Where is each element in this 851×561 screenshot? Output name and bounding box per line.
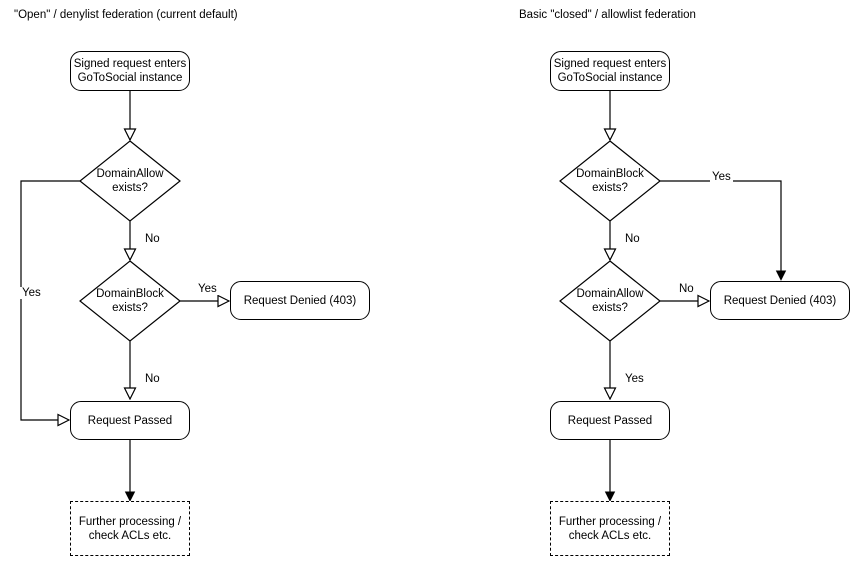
node-decision-domainblock-label-wrap[interactable]: DomainBlock exists? (80, 287, 180, 315)
edge-label-domainblock-yes-r: Yes (710, 171, 733, 183)
edge-label-domainblock-no-r: No (623, 233, 642, 245)
node-decision-domainallow-r-label-wrap[interactable]: DomainAllow exists? (560, 287, 660, 315)
node-further-processing-open[interactable]: Further processing / check ACLs etc. (70, 501, 190, 556)
node-decision-domainallow-label-wrap[interactable]: DomainAllow exists? (80, 167, 180, 195)
diagram-title-closed-allowlist: Basic "closed" / allowlist federation (519, 9, 696, 21)
node-decision-domainallow-label: DomainAllow exists? (96, 168, 164, 194)
node-decision-domainblock-r-label-wrap[interactable]: DomainBlock exists? (560, 167, 660, 195)
node-request-denied-open[interactable]: Request Denied (403) (230, 281, 370, 320)
edge-label-domainallow-yes: Yes (20, 287, 43, 299)
node-decision-domainblock-r-label: DomainBlock exists? (576, 168, 644, 194)
node-entry-closed-label: Signed request enters GoToSocial instanc… (553, 58, 667, 84)
node-request-denied-closed-label: Request Denied (403) (723, 294, 837, 307)
edge-label-domainallow-no-r: No (677, 283, 696, 295)
edge-label-domainallow-no: No (143, 233, 162, 245)
node-entry-closed[interactable]: Signed request enters GoToSocial instanc… (550, 51, 670, 91)
node-request-passed-closed[interactable]: Request Passed (550, 401, 670, 440)
edge-domainblock-yes-r (660, 180, 781, 279)
node-entry-open[interactable]: Signed request enters GoToSocial instanc… (70, 51, 190, 91)
node-further-processing-closed-label: Further processing / check ACLs etc. (558, 515, 662, 542)
node-request-denied-closed[interactable]: Request Denied (403) (710, 281, 850, 320)
edge-domainallow-yes-loopback (20, 180, 80, 420)
edge-label-domainblock-yes: Yes (196, 283, 219, 295)
diagram-title-open-denylist: "Open" / denylist federation (current de… (14, 9, 238, 21)
node-further-processing-open-label: Further processing / check ACLs etc. (78, 515, 182, 542)
node-decision-domainallow-r-label: DomainAllow exists? (576, 288, 644, 314)
edge-label-domainallow-yes-r: Yes (623, 373, 646, 385)
node-request-denied-open-label: Request Denied (403) (243, 294, 357, 307)
node-decision-domainblock-label: DomainBlock exists? (96, 288, 164, 314)
node-further-processing-closed[interactable]: Further processing / check ACLs etc. (550, 501, 670, 556)
node-entry-open-label: Signed request enters GoToSocial instanc… (73, 58, 187, 84)
node-request-passed-open-label: Request Passed (87, 414, 173, 427)
edge-label-domainblock-no: No (143, 373, 162, 385)
node-request-passed-closed-label: Request Passed (567, 414, 653, 427)
node-request-passed-open[interactable]: Request Passed (70, 401, 190, 440)
